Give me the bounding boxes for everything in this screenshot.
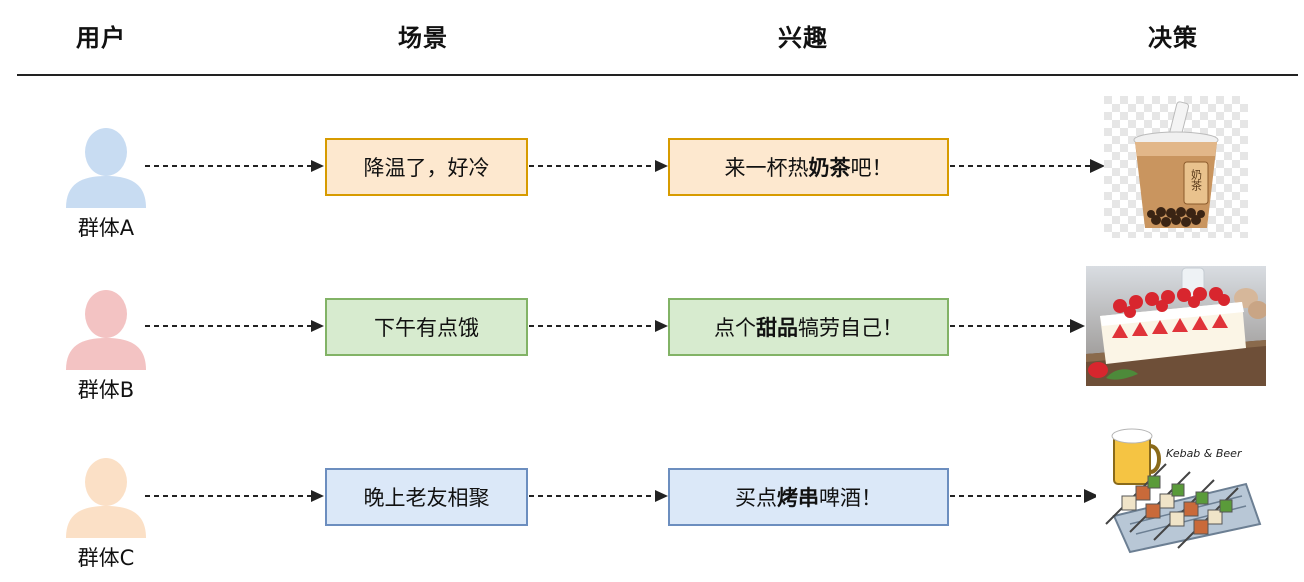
flow-arrow	[529, 490, 668, 502]
interest-text: 买点烤串啤酒！	[735, 486, 882, 510]
flow-arrow	[529, 160, 668, 172]
user-group-label: 群体C	[77, 546, 135, 570]
user-group-label: 群体A	[77, 216, 135, 240]
scene-text: 晚上老友相聚	[363, 486, 490, 510]
strawberry-cake-image	[1086, 266, 1266, 386]
person-icon	[66, 458, 146, 538]
interest-box-b: 点个甜品犒劳自己！	[668, 298, 949, 356]
scene-text: 下午有点饿	[374, 316, 479, 340]
interest-box-a: 来一杯热奶茶吧！	[668, 138, 949, 196]
header-scene: 场景	[398, 24, 448, 52]
flow-arrow	[950, 319, 1085, 333]
person-icon	[66, 128, 146, 208]
kebab-title: Kebab & Beer	[1166, 447, 1243, 460]
flow-arrow	[950, 489, 1099, 503]
flow-arrow	[529, 320, 668, 332]
header-divider	[17, 74, 1298, 76]
person-icon	[66, 290, 146, 370]
user-group-c: 群体C	[56, 456, 156, 570]
user-group-a: 群体A	[56, 126, 156, 240]
flow-arrow	[950, 159, 1105, 173]
user-group-label: 群体B	[77, 378, 135, 402]
header-user: 用户	[76, 24, 126, 52]
user-group-b: 群体B	[56, 288, 156, 402]
interest-text: 来一杯热奶茶吧！	[724, 156, 893, 180]
scene-text: 降温了，好冷	[363, 156, 490, 180]
flow-arrow	[145, 160, 324, 172]
interest-box-c: 买点烤串啤酒！	[668, 468, 949, 526]
scene-box-b: 下午有点饿	[325, 298, 528, 356]
flow-arrow	[145, 320, 324, 332]
header-decision: 决策	[1148, 24, 1198, 52]
kebab-beer-image: Kebab & Beer	[1096, 424, 1266, 558]
cup-label: 奶茶	[1190, 168, 1203, 191]
flow-arrow	[145, 490, 324, 502]
interest-text: 点个甜品犒劳自己！	[714, 316, 903, 340]
scene-box-c: 晚上老友相聚	[325, 468, 528, 526]
milk-tea-image: 奶茶	[1104, 96, 1248, 238]
header-interest: 兴趣	[778, 24, 828, 52]
scene-box-a: 降温了，好冷	[325, 138, 528, 196]
